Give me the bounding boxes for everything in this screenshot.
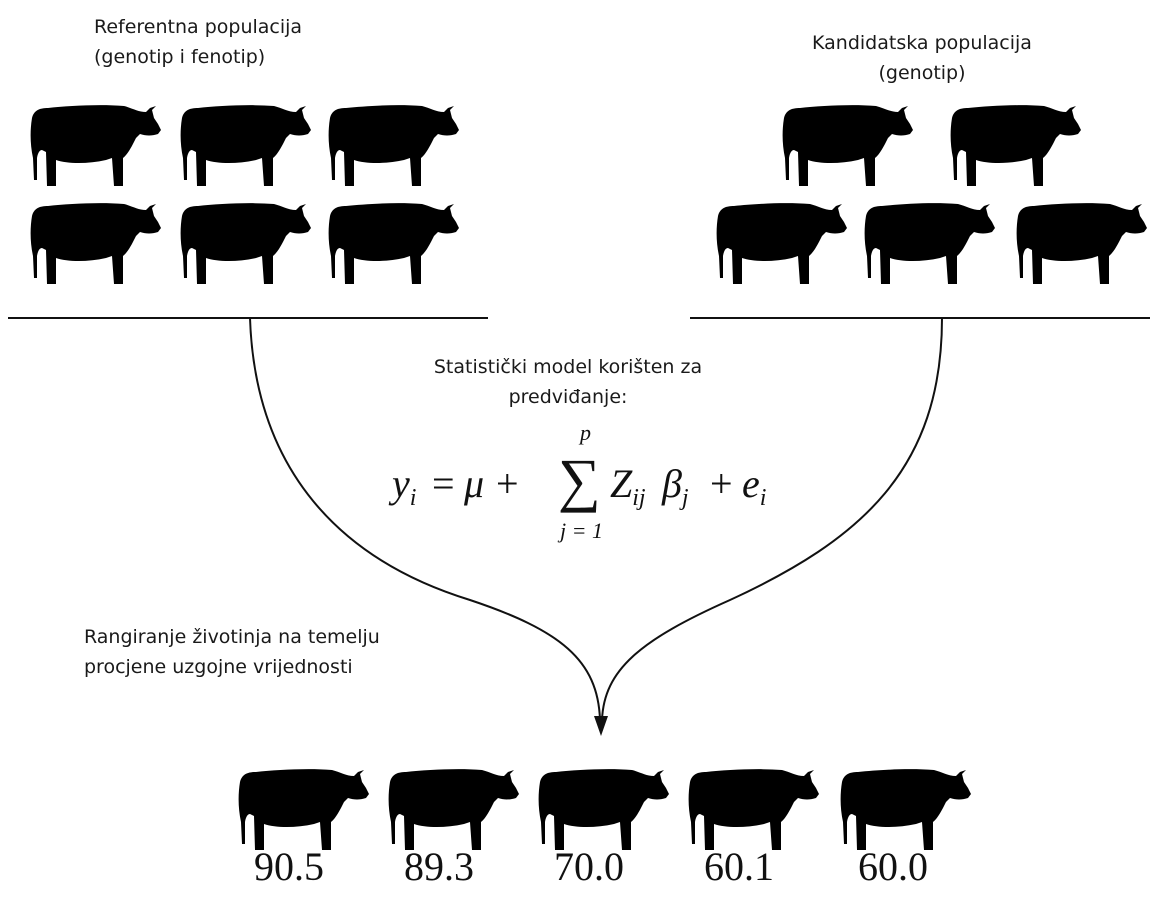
- cow-icon: [386, 764, 520, 852]
- ranking-label-line1: Rangiranje životinja na temelju: [84, 626, 380, 648]
- score-2: 89.3: [404, 844, 474, 889]
- candidate-population-subtitle: (genotip): [878, 62, 966, 84]
- prediction-formula: yi = μ + p ∑ j = 1 Zij βj + ei: [392, 420, 772, 560]
- formula-beta-term: βj: [662, 461, 689, 512]
- ranking-label: Rangiranje životinja na temelju procjene…: [84, 622, 380, 682]
- cow-icon: [686, 764, 820, 852]
- model-label-line2: predviđanje:: [508, 386, 628, 408]
- formula-equals: =: [432, 461, 455, 506]
- sum-lower-limit: j = 1: [560, 518, 603, 543]
- model-label-line1: Statistički model korišten za: [433, 356, 703, 378]
- reference-population-subtitle: (genotip i fenotip): [94, 46, 266, 68]
- formula-plus-1: +: [496, 461, 519, 506]
- candidate-population-title: Kandidatska populacija: [812, 32, 1032, 54]
- formula-error: ei: [742, 461, 767, 512]
- reference-population-label: Referentna populacija (genotip i fenotip…: [94, 12, 302, 72]
- model-label: Statistički model korišten za predviđanj…: [378, 352, 758, 412]
- arrow-head-icon: [594, 716, 608, 736]
- cow-icon: [536, 764, 670, 852]
- formula-z-term: Zij: [610, 461, 646, 512]
- formula-mu: μ: [464, 461, 485, 506]
- sum-symbol: ∑: [558, 447, 601, 513]
- right-flow-curve: [601, 317, 943, 721]
- cow-icon: [236, 764, 370, 852]
- score-1: 90.5: [254, 844, 324, 889]
- formula-plus-2: +: [710, 461, 733, 506]
- score-4: 60.1: [704, 844, 774, 889]
- cow-icon: [838, 764, 972, 852]
- left-flow-curve: [249, 317, 601, 721]
- reference-population-title: Referentna populacija: [94, 16, 303, 38]
- candidate-population-label: Kandidatska populacija (genotip): [812, 28, 1032, 88]
- score-5: 60.0: [858, 844, 928, 889]
- sum-upper-limit: p: [580, 420, 591, 445]
- formula-lhs: yi: [392, 461, 417, 512]
- ranking-label-line2: procjene uzgojne vrijednosti: [84, 656, 353, 678]
- score-3: 70.0: [554, 844, 624, 889]
